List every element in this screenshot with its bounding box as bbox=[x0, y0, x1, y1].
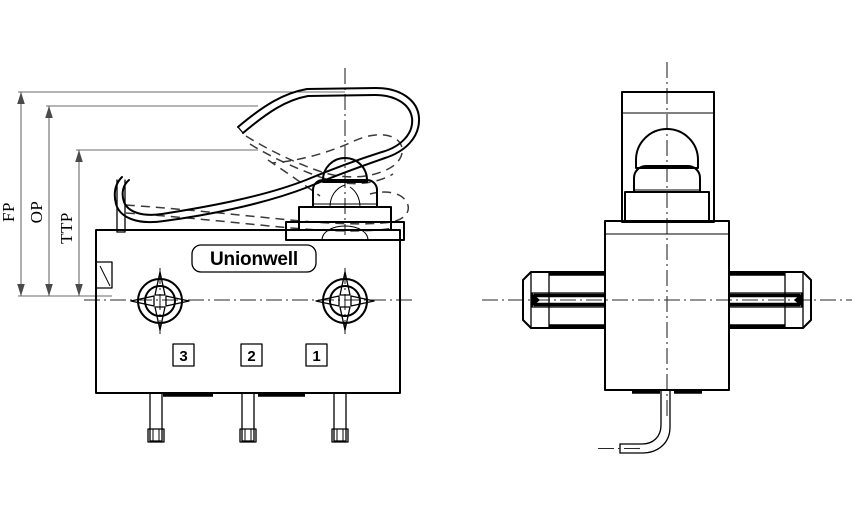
mount-right-outer-circle bbox=[322, 278, 368, 324]
terminal-pins-front bbox=[147, 392, 349, 443]
mount-left-outer-circle bbox=[137, 278, 183, 324]
lever-dashed-lower2 bbox=[125, 212, 395, 232]
front-view-group: Unionwell bbox=[84, 68, 421, 443]
mount-left-tab-left bbox=[130, 295, 155, 307]
dimension-label-ttp: TTP bbox=[57, 212, 76, 244]
mount-left-inner-circle bbox=[144, 285, 176, 317]
dimension-fp: FP bbox=[0, 92, 25, 296]
mount-right-tab-left bbox=[315, 295, 340, 307]
lever-tail-cap bbox=[237, 126, 244, 134]
terminal-badge-box-3 bbox=[172, 343, 195, 367]
mount-right-inner-circle bbox=[329, 285, 361, 317]
pin-2-tip bbox=[239, 428, 257, 443]
mounting-hole-left bbox=[130, 268, 190, 334]
dimension-block: FP OP TTP bbox=[0, 91, 345, 297]
body-latch-notch-chamfer bbox=[99, 265, 111, 287]
pin-1-body bbox=[333, 392, 347, 442]
arrow-up-fp bbox=[17, 92, 25, 104]
side-plunger-dome bbox=[635, 128, 699, 169]
lever-wire-inner bbox=[113, 87, 421, 223]
lever-dashed-upper bbox=[245, 134, 403, 178]
dimension-label-op: OP bbox=[27, 201, 46, 224]
mount-left-tab-right bbox=[165, 295, 190, 307]
mount-right-tab-top bbox=[339, 271, 351, 296]
arrow-down-ttp bbox=[75, 284, 83, 296]
bushing-right-bore-arrow bbox=[794, 293, 802, 307]
body-latch-notch bbox=[95, 261, 113, 289]
terminal-badge-box-1 bbox=[305, 343, 328, 367]
dimension-ttp: TTP bbox=[57, 150, 83, 296]
plunger-hidden-arc-left bbox=[329, 184, 346, 208]
side-view-group bbox=[482, 62, 852, 454]
side-plunger-collar bbox=[633, 165, 701, 193]
brand-plate-outline bbox=[191, 244, 317, 273]
lever-dashed-lower bbox=[125, 191, 410, 225]
mounting-hole-right bbox=[315, 268, 375, 334]
pin-2-body bbox=[241, 392, 255, 442]
mount-right-tab-right bbox=[350, 295, 375, 307]
mounting-bushing-right bbox=[728, 271, 812, 329]
mount-right-tab-bottom bbox=[339, 306, 351, 331]
lever-wire-outer bbox=[121, 94, 414, 216]
terminal-badge-1: 1 bbox=[305, 343, 328, 367]
lever-dashed-connector bbox=[267, 159, 321, 197]
plunger-collar bbox=[312, 179, 378, 208]
side-terminal-inner bbox=[619, 389, 671, 454]
terminal-number-3: 3 bbox=[179, 348, 187, 365]
terminal-badge-2: 2 bbox=[240, 343, 263, 367]
mount-left-tab-bottom bbox=[154, 306, 166, 331]
terminal-badge-3: 3 bbox=[172, 343, 195, 367]
terminal-pin-3 bbox=[147, 392, 165, 443]
pin-3-body bbox=[149, 392, 163, 442]
arrow-up-ttp bbox=[75, 150, 83, 162]
lever-hinge-foot bbox=[116, 179, 126, 233]
arrow-down-op bbox=[45, 284, 53, 296]
arrow-down-fp bbox=[17, 284, 25, 296]
pin-3-tip bbox=[147, 428, 165, 443]
terminal-pin-2 bbox=[239, 392, 257, 443]
plunger-hidden-arc-base bbox=[321, 225, 369, 241]
terminal-number-1: 1 bbox=[312, 348, 320, 365]
brand-label: Unionwell bbox=[210, 249, 298, 270]
terminal-badge-box-2 bbox=[240, 343, 263, 367]
bushing-left-bore-arrow bbox=[532, 293, 540, 307]
arrow-up-op bbox=[45, 106, 53, 118]
pin-1-tip bbox=[331, 428, 349, 443]
dimension-label-fp: FP bbox=[0, 202, 18, 222]
bushing-right-outline bbox=[728, 271, 812, 329]
terminal-number-2: 2 bbox=[247, 348, 255, 365]
mount-left-tab-top bbox=[154, 271, 166, 296]
bushing-left-outline bbox=[522, 271, 606, 329]
plunger-hidden-arc-right bbox=[349, 186, 361, 208]
side-bent-terminal bbox=[598, 389, 702, 454]
side-terminal-outer bbox=[619, 389, 662, 445]
brand-plate: Unionwell bbox=[191, 244, 317, 273]
lever-free-position bbox=[113, 87, 421, 233]
terminal-pin-1 bbox=[331, 392, 349, 443]
dimension-op: OP bbox=[27, 106, 53, 296]
mounting-bushing-left bbox=[522, 271, 606, 329]
